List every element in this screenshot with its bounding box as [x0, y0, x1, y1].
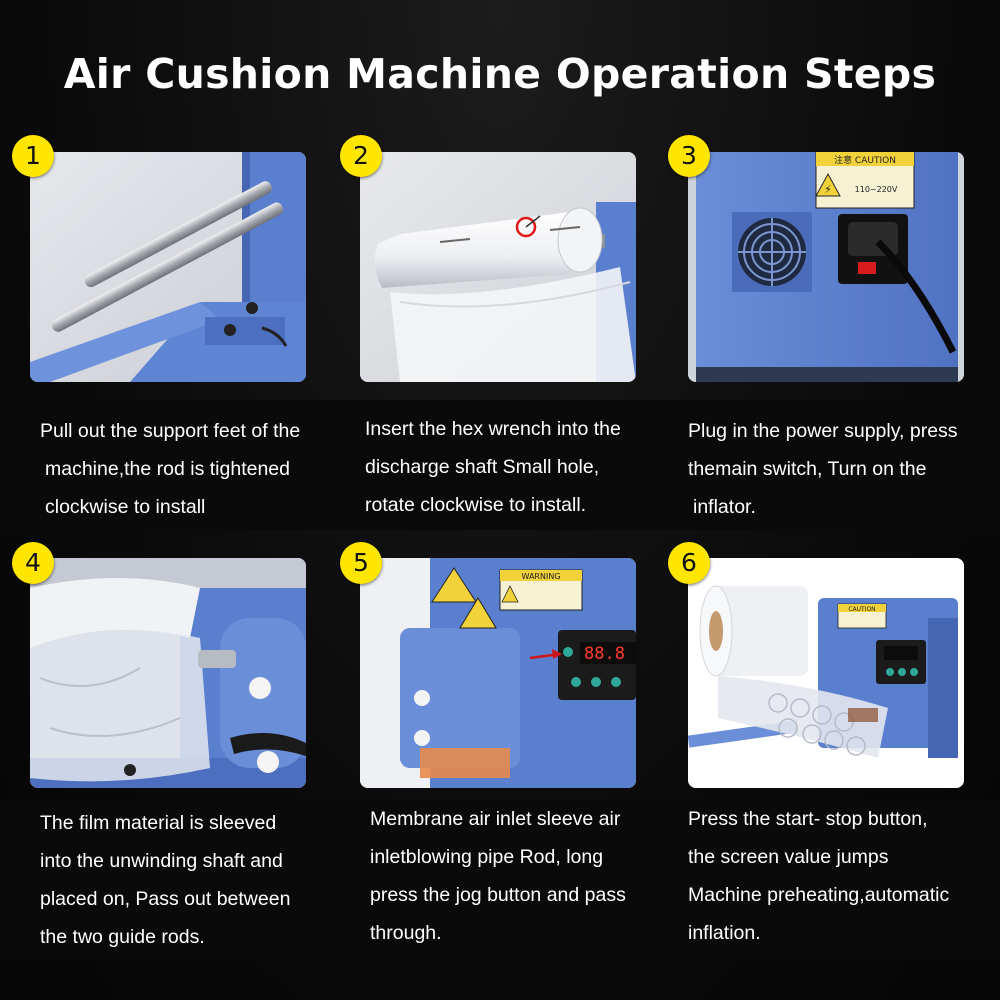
warning-label: WARNING — [499, 569, 583, 611]
svg-text:CAUTION: CAUTION — [848, 606, 875, 613]
film-roll — [699, 585, 808, 677]
automatic-inflation-illustration: CAUTION — [688, 558, 964, 788]
step-2-description: Insert the hex wrench into the discharge… — [365, 418, 621, 516]
step-1-badge: 1 — [12, 135, 54, 177]
svg-text:⚡: ⚡ — [824, 183, 832, 196]
step-2-photo — [360, 152, 636, 382]
svg-text:88.8: 88.8 — [584, 644, 625, 664]
step-3-description: Plug in the power supply, press themain … — [688, 420, 958, 518]
power-socket-icon — [838, 214, 908, 284]
step-3-badge: 3 — [668, 135, 710, 177]
svg-text:110~220V: 110~220V — [855, 185, 898, 194]
support-feet-illustration — [30, 152, 306, 382]
power-supply-illustration: 注意 CAUTION ⚡ 110~220V — [688, 152, 964, 382]
discharge-shaft-illustration — [360, 152, 636, 382]
step-2-badge: 2 — [340, 135, 382, 177]
svg-text:WARNING: WARNING — [521, 572, 560, 581]
page-title: Air Cushion Machine Operation Steps — [63, 50, 937, 98]
film-material-illustration — [30, 558, 306, 788]
step-4-description: The film material is sleeved into the un… — [40, 812, 291, 948]
control-panel: 88.8 — [558, 630, 636, 700]
step-5-description: Membrane air inlet sleeve air inletblowi… — [370, 808, 626, 944]
svg-text:注意 CAUTION: 注意 CAUTION — [834, 154, 896, 166]
step-4-badge: 4 — [12, 542, 54, 584]
step-4-photo — [30, 558, 306, 788]
step-5-badge: 5 — [340, 542, 382, 584]
step-6-badge: 6 — [668, 542, 710, 584]
caution-label: 注意 CAUTION ⚡ 110~220V — [815, 152, 915, 209]
step-6-description: Press the start- stop button, the screen… — [688, 808, 950, 944]
caption-band-bottom — [0, 800, 1000, 960]
step-6-photo: CAUTION — [688, 558, 964, 788]
caption-band-top — [0, 400, 1000, 530]
air-inlet-illustration: WARNING 88.8 — [360, 558, 636, 788]
step-3-photo: 注意 CAUTION ⚡ 110~220V — [688, 152, 964, 382]
step-1-description: Pull out the support feet of the machine… — [40, 420, 301, 518]
caution-label: CAUTION — [837, 603, 887, 629]
step-5-photo: WARNING 88.8 — [360, 558, 636, 788]
step-1-photo — [30, 152, 306, 382]
fan-grille-icon — [732, 212, 812, 292]
